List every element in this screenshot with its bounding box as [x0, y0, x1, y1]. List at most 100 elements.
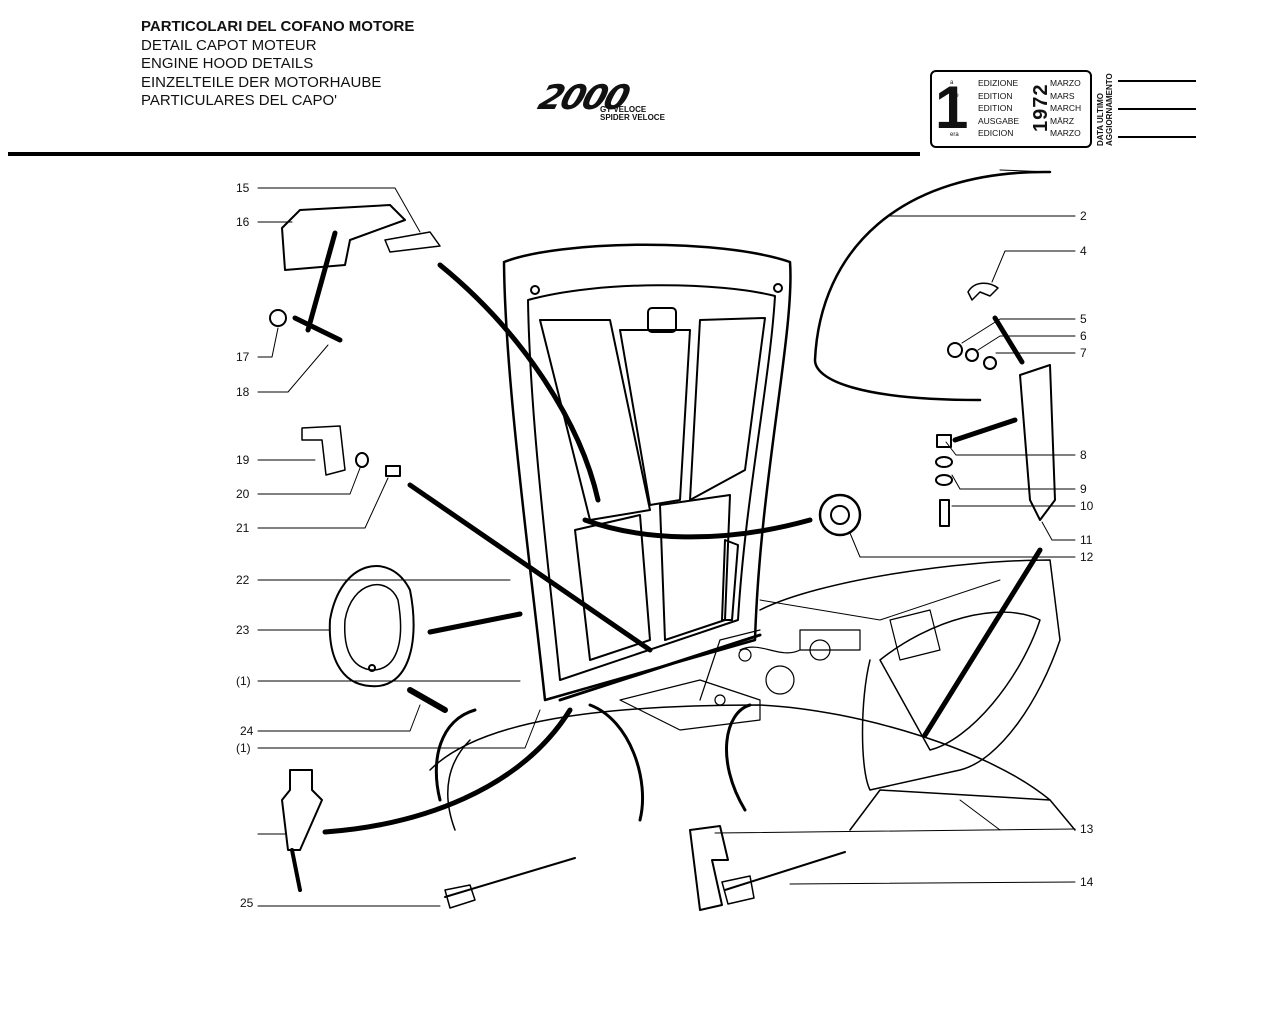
edition-month: MARCH — [1050, 103, 1082, 113]
hood-rib — [619, 329, 691, 506]
callout-7: 7 — [1080, 346, 1087, 360]
callout-5: 5 — [1080, 312, 1087, 326]
callout-14: 14 — [1080, 875, 1094, 889]
pointer-arrow — [407, 482, 653, 653]
windshield-glass — [879, 611, 1041, 751]
hood-inner-frame — [527, 284, 776, 681]
title-italian: PARTICOLARI DEL COFANO MOTORE — [141, 18, 415, 35]
hood-rib — [539, 319, 651, 521]
rivet-part — [724, 851, 846, 891]
hook-part — [689, 825, 729, 911]
pointer-arrow — [952, 417, 1018, 443]
car-front — [447, 739, 471, 831]
edition-label: EDITION — [978, 103, 1013, 113]
washer-part — [965, 348, 979, 362]
update-line — [1118, 136, 1196, 138]
pointer-arrow — [588, 703, 645, 822]
pointer-arrow — [992, 315, 1025, 365]
grommet-part — [818, 493, 862, 537]
pointer-arrow — [725, 703, 752, 812]
bolt-part — [385, 465, 401, 477]
rivet-part — [444, 857, 576, 898]
edition-box: 1 a ere st . era EDIZIONE EDITION EDITIO… — [930, 70, 1092, 148]
pointer-arrow — [434, 708, 477, 802]
edition-month: MARZO — [1050, 78, 1081, 88]
hood-hinge — [721, 539, 739, 621]
callout-19: 19 — [236, 453, 250, 467]
car-body-line — [959, 799, 1001, 831]
title-spanish: PARTICULARES DEL CAPO' — [141, 92, 337, 109]
model-variant-gt: GT VELOCE — [600, 105, 647, 114]
callout-8: 8 — [1080, 448, 1087, 462]
callout-25: 25 — [240, 896, 254, 910]
car-body-line — [849, 789, 1076, 831]
callout-12: 12 — [1080, 550, 1094, 564]
header-rule — [8, 152, 920, 156]
callout-6: 6 — [1080, 329, 1087, 343]
model-variants: GT VELOCE SPIDER VELOCE — [600, 106, 665, 122]
edition-label: EDICION — [978, 128, 1014, 138]
callout-21: 21 — [236, 521, 250, 535]
callout-20: 20 — [236, 487, 250, 501]
hood-rib — [574, 514, 651, 661]
seal-part — [328, 565, 415, 688]
hood-prop-rod — [558, 633, 762, 702]
callout-1b: (1) — [236, 741, 251, 755]
update-line — [1118, 108, 1196, 110]
callout-2: 2 — [1080, 209, 1087, 223]
edition-label: AUSGABE — [978, 115, 1020, 126]
pin-part — [384, 231, 441, 253]
callout-10: 10 — [1080, 499, 1094, 513]
cap-part — [269, 309, 287, 327]
washer-part — [983, 356, 997, 370]
pointer-arrow — [427, 611, 523, 635]
title-german: EINZELTEILE DER MOTORHAUBE — [141, 73, 382, 91]
title-english: ENGINE HOOD DETAILS — [141, 55, 314, 72]
callout-22: 22 — [236, 573, 250, 587]
buffer-part — [281, 769, 323, 851]
edition-months: MARZO MARS MARCH MÄRZ MARZO — [1050, 77, 1081, 140]
pointer-arrow — [437, 262, 601, 503]
pointer-arrow — [305, 230, 338, 333]
bolt-part — [939, 499, 950, 527]
pointer-arrow — [322, 707, 573, 835]
pointer-arrow — [582, 517, 813, 540]
bracket-part — [301, 425, 346, 476]
edition-superscript: . — [950, 119, 952, 125]
edition-superscript: ere — [950, 93, 959, 99]
nut-part — [936, 434, 952, 448]
release-cable — [813, 170, 1052, 402]
washer-part — [935, 456, 953, 468]
edition-month: MÄRZ — [1050, 115, 1075, 126]
callout-11: 11 — [1080, 533, 1093, 547]
nut-part — [947, 342, 963, 358]
spring-part — [967, 282, 999, 301]
callout-16: 16 — [236, 215, 250, 229]
washer-part — [355, 452, 369, 468]
washer-part — [935, 474, 953, 486]
car-cowl — [759, 579, 1001, 621]
title-block: PARTICOLARI DEL COFANO MOTORE DETAIL CAP… — [141, 18, 414, 111]
car-fender — [429, 704, 1051, 801]
edition-label: EDITION — [978, 90, 1013, 101]
pin-part — [407, 687, 448, 713]
edition-label: EDIZIONE — [978, 78, 1019, 88]
screw-part — [292, 315, 343, 343]
model-variant-spider: SPIDER VELOCE — [600, 113, 665, 122]
callout-18: 18 — [236, 385, 250, 399]
edition-month: MARS — [1050, 90, 1075, 101]
callout-15: 15 — [236, 181, 250, 195]
callout-13: 13 — [1080, 822, 1094, 836]
edition-superscript: era — [950, 132, 959, 138]
edition-labels: EDIZIONE EDITION EDITION AUSGABE EDICION — [978, 77, 1019, 140]
title-french: DETAIL CAPOT MOTEUR — [141, 36, 317, 54]
hood-rib — [659, 494, 731, 641]
edition-number: 1 — [935, 74, 969, 141]
callout-17: 17 — [236, 350, 250, 364]
edition-superscript: a — [950, 80, 954, 86]
update-line — [1118, 80, 1196, 82]
callout-4: 4 — [1080, 244, 1087, 258]
model-logo: 2000 GT VELOCE SPIDER VELOCE — [534, 78, 665, 122]
hood-latch-plate — [647, 307, 677, 333]
callout-23: 23 — [236, 623, 250, 637]
